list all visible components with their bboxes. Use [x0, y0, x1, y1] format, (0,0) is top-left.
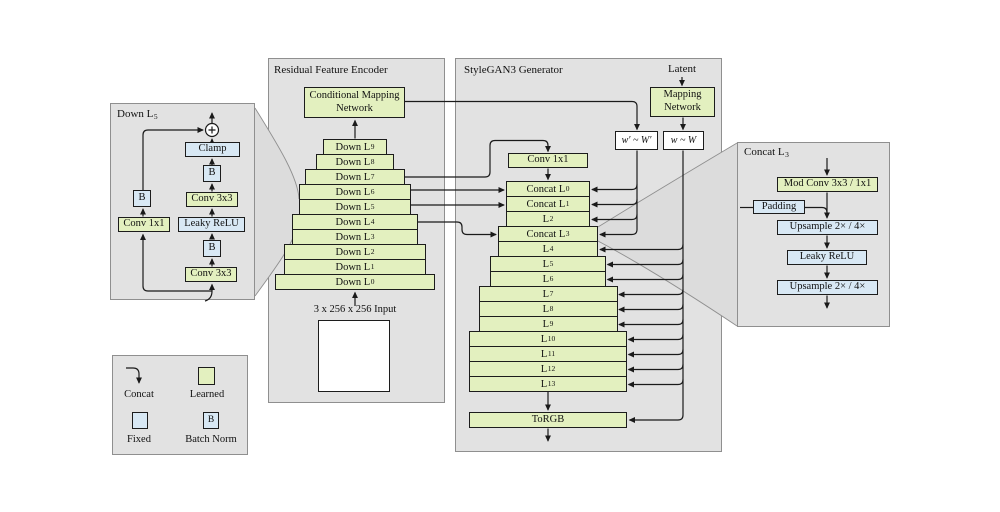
conditional-mapping-network-box: Conditional Mapping Network: [304, 87, 405, 118]
batchnorm-box-left: B: [133, 190, 151, 207]
upsample-box-1: Upsample 2× / 4×: [777, 220, 878, 235]
input-size-label: 3 x 256 x 256 Input: [313, 304, 397, 315]
latent-label: Latent: [667, 63, 697, 75]
legend-fixed-label: Fixed: [127, 434, 151, 445]
padding-box: Padding: [753, 200, 805, 214]
legend-concat-label: Concat: [124, 389, 154, 400]
conv1x1-box-left-panel: Conv 1x1: [118, 217, 170, 232]
conv3x3-box-bottom: Conv 3x3: [185, 267, 237, 282]
right-panel-title: Concat L3: [744, 146, 789, 159]
conv3x3-box-top: Conv 3x3: [186, 192, 238, 207]
encoder-title: Residual Feature Encoder: [274, 64, 388, 76]
w-box: w ~ W: [663, 131, 704, 150]
mapping-network-box: Mapping Network: [650, 87, 715, 117]
left-panel-title: Down L5: [117, 108, 158, 121]
clamp-box: Clamp: [185, 142, 240, 157]
learned-swatch: [198, 367, 215, 385]
fixed-swatch: [132, 412, 148, 429]
upsample-box-2: Upsample 2× / 4×: [777, 280, 878, 295]
legend-learned-label: Learned: [189, 389, 225, 400]
mod-conv-box: Mod Conv 3x3 / 1x1: [777, 177, 878, 192]
leaky-relu-box-left-panel: Leaky ReLU: [178, 217, 245, 232]
batchnorm-box-top: B: [203, 165, 221, 182]
legend-batch-norm-label: Batch Norm: [185, 434, 237, 445]
w-prime-box: w′ ~ W′: [615, 131, 658, 150]
leaky-relu-box-right-panel: Leaky ReLU: [787, 250, 867, 265]
input-image-box: [318, 320, 390, 392]
batchnorm-swatch: B: [203, 412, 219, 429]
batchnorm-box-mid: B: [203, 240, 221, 257]
conv1x1-box-generator: Conv 1x1: [508, 153, 588, 168]
generator-title: StyleGAN3 Generator: [464, 64, 563, 76]
torgb-box: ToRGB: [469, 412, 627, 428]
